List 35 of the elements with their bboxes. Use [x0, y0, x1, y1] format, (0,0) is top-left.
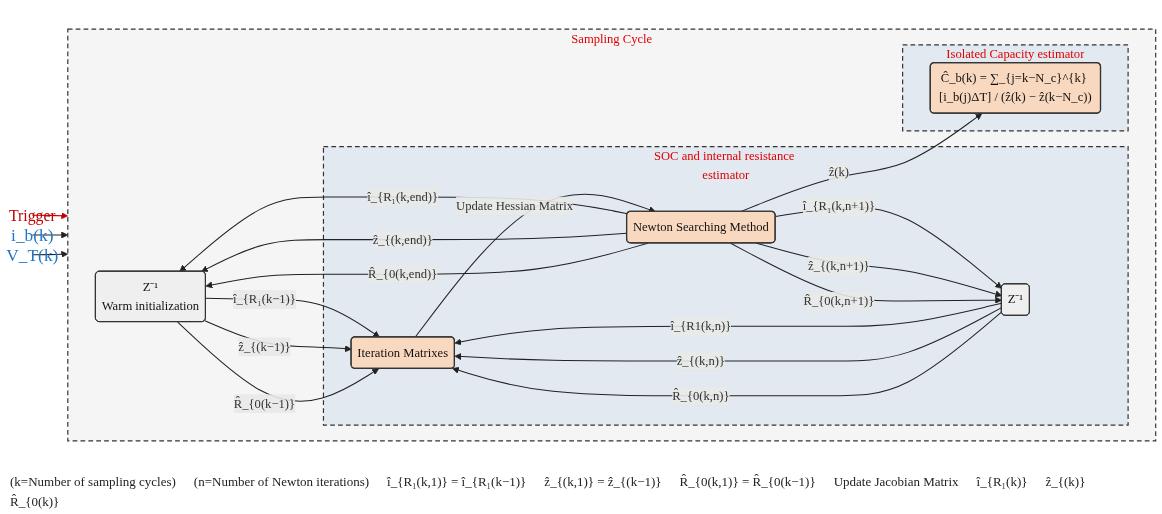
note-text: ẑ_{(k,1)} = ẑ_{(k−1)} — [544, 474, 662, 490]
arrow — [454, 307, 1003, 362]
edge-label: ẑ_{(k,end)} — [372, 232, 433, 246]
edge-label: î_{R₁(k,end)} — [367, 189, 439, 204]
edge-label: î_{R₁(k−1)} — [233, 292, 296, 306]
note-text: (k=Number of sampling cycles) — [10, 474, 176, 490]
edge-label: î_{R1(k,n)} — [670, 319, 732, 333]
arrow — [755, 242, 1003, 298]
node-text: Trigger — [8, 206, 56, 224]
arrow — [205, 242, 649, 289]
arrow — [414, 193, 656, 338]
edge-label: R̂_{0(k−1)} — [233, 396, 296, 410]
edge-label: R̂_{0(k,end)} — [368, 267, 438, 281]
edge-label: ẑ_{(k−1)} — [238, 339, 291, 354]
arrow — [452, 311, 1003, 397]
edge-label: R̂_{0(k,n)} — [672, 388, 730, 403]
edge-label: Update Hessian Matrix — [456, 198, 574, 213]
arrow — [454, 302, 1003, 346]
edge-label: R̂_{0(k,n+1)} — [803, 294, 875, 308]
note-text: R̂_{0(k,1)} = R̂_{0(k−1)} — [679, 474, 816, 490]
edge-label: ẑ_{(k,n)} — [676, 353, 725, 368]
arrow — [730, 242, 1003, 304]
note-text: R̂_{0(k)} — [10, 494, 60, 510]
edge-label: ẑ(k) — [828, 164, 850, 179]
edge-label: î_{R₁(k,n+1)} — [802, 199, 876, 213]
edge-label: ẑ_{(k,n+1)} — [808, 259, 870, 273]
note-text: (n=Number of Newton iterations) — [193, 474, 370, 490]
note-text: î_{R₁(k,1)} = î_{R₁(k−1)} — [387, 474, 527, 490]
note-text: Update Jacobian Matrix — [833, 474, 959, 490]
note-text: ẑ_{(k)} — [1045, 474, 1086, 490]
node-text: V_T(k) — [6, 244, 59, 265]
arrow — [740, 113, 983, 213]
arrow — [775, 206, 1003, 289]
node-text: i_b(k) — [11, 225, 54, 245]
note-text: î_{R₁(k)} — [976, 474, 1028, 490]
